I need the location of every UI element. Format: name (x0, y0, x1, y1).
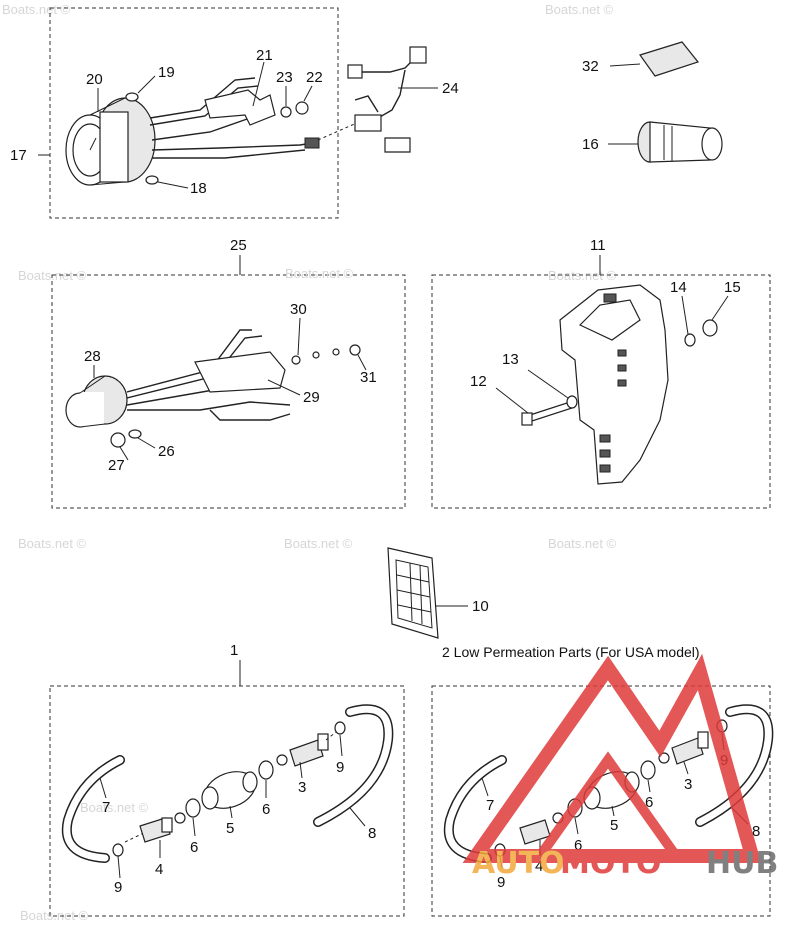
nut (295, 101, 309, 115)
label-5b: 5 (610, 817, 618, 834)
group-25-gauge: 25 Boats.net © 28 29 30 31 26 27 (51, 237, 406, 509)
part-32-pad: 32 (582, 41, 700, 77)
section-title: 2 Low Permeation Parts (For USA model) (442, 644, 700, 660)
label-31: 31 (360, 369, 377, 386)
watermark-6: Boats.net © (284, 536, 353, 551)
watermark-7: Boats.net © (548, 536, 617, 551)
label-6c: 6 (574, 837, 582, 854)
label-1: 1 (230, 642, 238, 659)
label-19: 19 (158, 64, 175, 81)
label-23: 23 (276, 69, 293, 86)
label-18: 18 (190, 180, 207, 197)
label-9c: 9 (497, 874, 505, 891)
label-3b: 3 (684, 776, 692, 793)
label-4a: 4 (155, 861, 163, 878)
harness-clip (384, 137, 411, 153)
bracket-plate (559, 284, 669, 485)
label-9b: 9 (336, 759, 344, 776)
fitting-3b (671, 737, 704, 765)
harness-plug-b (409, 46, 427, 64)
label-11: 11 (590, 237, 606, 254)
label-30: 30 (290, 301, 307, 318)
label-12: 12 (470, 373, 487, 390)
label-7b: 7 (486, 797, 494, 814)
washer-13 (566, 395, 578, 409)
harness-plug-a (347, 64, 363, 79)
group-17-gauge: 17 21 23 22 19 20 18 (10, 7, 369, 219)
watermark-1: Boats.net © (2, 2, 71, 17)
watermark-2: Boats.net © (545, 2, 614, 17)
label-32: 32 (582, 58, 599, 75)
label-24: 24 (442, 80, 459, 97)
label-6a: 6 (190, 839, 198, 856)
label-21: 21 (256, 47, 273, 64)
label-3a: 3 (298, 779, 306, 796)
label-10: 10 (472, 598, 489, 615)
label-17: 17 (10, 147, 27, 164)
label-6d: 6 (645, 794, 653, 811)
logo-mark-icon (462, 653, 762, 863)
watermark-8: Boats.net © (80, 800, 149, 815)
group-1-fuel-line: 1 7 8 9 4 6 5 6 3 (49, 642, 405, 917)
fitting-3a (289, 739, 324, 767)
label-13: 13 (502, 351, 519, 368)
label-27: 27 (108, 457, 125, 474)
group-11-bracket: 11 12 13 14 15 (431, 237, 771, 509)
harness-24: 24 (347, 46, 459, 153)
watermark-10: Boats.net © (285, 266, 354, 281)
group-25-box (51, 274, 406, 509)
group-1-box (49, 685, 405, 917)
bracket-25 (194, 351, 286, 393)
harness-block (354, 114, 382, 132)
label-9a: 9 (114, 879, 122, 896)
label-22: 22 (306, 69, 323, 86)
logo-text-auto: AUTO (472, 846, 565, 881)
label-7a: 7 (102, 799, 110, 816)
group-17-box (49, 7, 339, 219)
label-8a: 8 (368, 825, 376, 842)
label-6b: 6 (262, 801, 270, 818)
label-5a: 5 (226, 820, 234, 837)
bracket (204, 89, 276, 126)
label-26: 26 (158, 443, 175, 460)
bolt (529, 401, 573, 422)
watermark-5: Boats.net © (18, 536, 87, 551)
part-10-decal: 10 (387, 547, 489, 639)
label-8b: 8 (752, 823, 760, 840)
wire-connector (304, 137, 320, 149)
label-25: 25 (230, 237, 247, 254)
label-15: 15 (724, 279, 741, 296)
logo-text-hub: HUB (706, 846, 778, 881)
label-28: 28 (84, 348, 101, 365)
logo-text-moto: MOTO (560, 846, 661, 881)
part-16-grommet: 16 (582, 121, 723, 163)
label-16: 16 (582, 136, 599, 153)
label-14: 14 (670, 279, 687, 296)
label-4b: 4 (535, 858, 543, 875)
automotohub-logo: AUTO MOTO HUB (462, 653, 778, 881)
group-11-box (431, 274, 771, 509)
washer (280, 106, 292, 118)
label-20: 20 (86, 71, 103, 88)
label-29: 29 (303, 389, 320, 406)
